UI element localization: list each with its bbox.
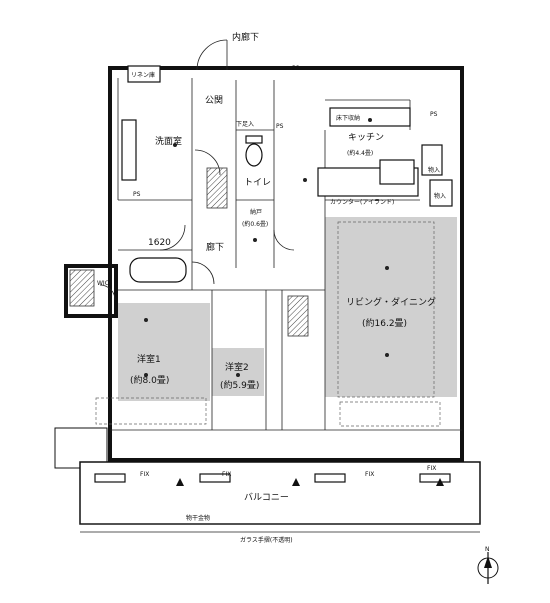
label-room2-area: (約5.9畳) — [220, 379, 259, 391]
toilet-tank — [245, 135, 263, 144]
label-ps-3: PS — [276, 123, 284, 130]
label-kitchen-area: (約4.4畳) — [347, 149, 373, 157]
label-floor-storage: 床下収納 — [336, 114, 360, 122]
bathtub — [129, 257, 187, 283]
room2-floor — [212, 348, 264, 396]
toilet-bowl — [245, 143, 263, 167]
label-ps-2: PS — [133, 191, 141, 198]
label-entrance: 公関 — [205, 95, 223, 106]
label-fix-1: FIX — [140, 471, 149, 478]
label-hallway: 廊下 — [206, 241, 224, 253]
label-corridor: 内廊下 — [232, 31, 259, 43]
label-counter: カウンター(アイランド) — [330, 198, 394, 206]
washbasin — [121, 119, 137, 181]
label-pantry-1: 物入 — [428, 166, 440, 174]
living-floor — [325, 217, 457, 397]
dashed-lines — [95, 221, 441, 427]
closet-room2 — [287, 295, 309, 337]
kitchen-counters — [317, 107, 453, 207]
label-kitchen: キッチン — [348, 132, 384, 143]
label-room1: 洋室1 — [137, 353, 161, 365]
north-arrow: N — [477, 546, 499, 584]
label-ps-4: PS — [430, 111, 438, 118]
fixture-dots — [144, 118, 389, 377]
label-balcony: バルコニー — [244, 492, 289, 503]
label-bath: 1620 — [148, 238, 171, 248]
balcony — [79, 461, 481, 533]
label-glass-rail: ガラス手摺(不透明) — [240, 536, 293, 544]
label-toilet: トイレ — [244, 178, 271, 188]
label-handrail: 物干金物 — [186, 514, 210, 522]
window-markers — [176, 478, 444, 486]
internal-walls — [110, 78, 462, 431]
north-label: N — [485, 546, 490, 553]
label-fix-4: FIX — [427, 465, 436, 472]
floor-shading — [118, 217, 457, 401]
label-storage: 納戸 — [250, 208, 262, 216]
room1-floor — [118, 303, 210, 401]
label-room2: 洋室2 — [225, 361, 249, 373]
label-washroom: 洗面室 — [155, 135, 182, 147]
label-pantry-2: 物入 — [434, 192, 446, 200]
label-fix-3: FIX — [365, 471, 374, 478]
label-room1-area: (約8.0畳) — [130, 374, 169, 386]
label-storage-area: (約0.6畳) — [242, 220, 268, 228]
label-linen: リネン庫 — [131, 71, 155, 79]
label-ps-1: PS — [292, 65, 300, 72]
linen-cabinet — [127, 65, 161, 83]
entry-door — [196, 39, 228, 71]
closet-wic — [69, 269, 95, 307]
label-wic: WIC — [97, 280, 109, 287]
label-fix-2: FIX — [222, 471, 231, 478]
label-living-area: (約16.2畳) — [362, 317, 407, 329]
label-living: リビング・ダイニング — [346, 296, 436, 308]
label-shoes: 下足入 — [236, 121, 254, 128]
shoe-cabinet — [206, 167, 228, 209]
